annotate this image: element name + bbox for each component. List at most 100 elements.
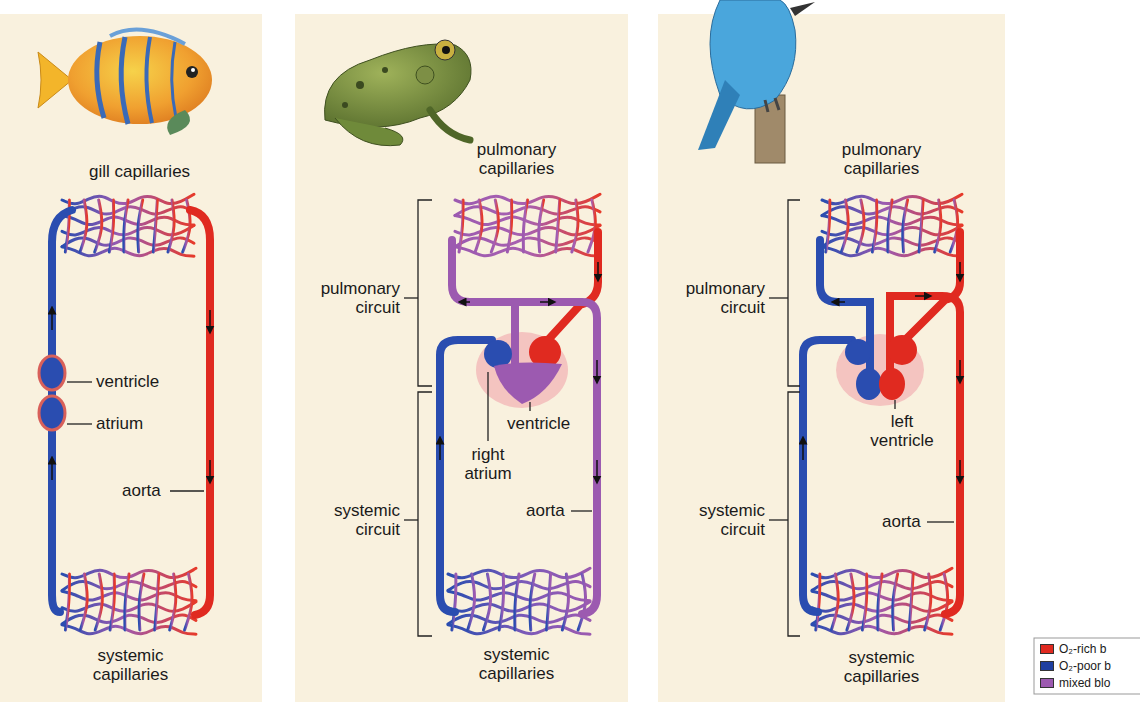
part-label: pulmonary circuit [673, 279, 765, 317]
capillary [878, 574, 882, 630]
capillary [491, 200, 498, 252]
legend-swatch [1040, 678, 1054, 688]
capillary [168, 200, 174, 252]
aorta-vessel [515, 302, 597, 614]
capillary-bed [62, 568, 196, 634]
legend-swatch [1040, 661, 1054, 671]
capillary [523, 200, 527, 252]
capillary [95, 200, 102, 252]
part-label: ventricle [96, 372, 159, 391]
capillary [935, 200, 941, 252]
leader-line [170, 490, 204, 491]
capillary [578, 574, 585, 630]
capillary [153, 200, 157, 252]
capillary [95, 574, 102, 630]
part-label: systemic circuit [673, 501, 765, 539]
capillary [556, 200, 560, 252]
leader-line [404, 519, 418, 520]
part-label: atrium [96, 414, 143, 433]
flow-arrows [52, 262, 960, 480]
panel [0, 14, 262, 702]
part-label: systemic capillaries [829, 648, 934, 686]
part-label: systemic capillaries [464, 645, 569, 683]
capillary [857, 200, 864, 252]
capillary [847, 574, 854, 630]
capillary-bed [455, 194, 600, 256]
part-label: pulmonary circuit [308, 279, 400, 317]
capillary [872, 200, 876, 252]
legend-text: mixed blo [1059, 676, 1110, 690]
capillary [539, 200, 544, 252]
capillary [155, 574, 159, 630]
part-label: aorta [882, 512, 921, 531]
capillary [919, 200, 923, 252]
bracket [788, 392, 800, 636]
frog-picture [325, 40, 471, 146]
capillary [468, 574, 475, 630]
capillary [124, 200, 128, 252]
part-label: systemic circuit [308, 501, 400, 539]
part-label: pulmonary capillaries [829, 140, 934, 178]
capillary [826, 200, 830, 252]
capillary [841, 200, 848, 252]
capillary [110, 574, 114, 630]
bracket [788, 200, 800, 386]
capillary [452, 574, 456, 630]
leader-line [769, 297, 788, 298]
part-label: systemic capillaries [78, 646, 183, 684]
pulmonary-artery [452, 240, 515, 375]
capillary [138, 200, 143, 252]
legend-swatch [1040, 644, 1054, 654]
frog-vessels [440, 232, 598, 614]
panel [295, 14, 628, 702]
part-label: ventricle [507, 414, 570, 433]
capillary [530, 574, 535, 630]
part-label: gill capillaries [89, 162, 190, 181]
legend-box [1034, 638, 1140, 694]
fish-picture [38, 30, 212, 135]
capillary [507, 200, 511, 252]
capillary [515, 574, 519, 630]
capillary [888, 200, 892, 252]
leader-line [67, 423, 92, 424]
ventricle-symbol [494, 362, 562, 404]
part-label: right atrium [458, 445, 518, 483]
capillary [862, 574, 866, 630]
leader-line [769, 519, 788, 520]
capillary [940, 574, 947, 630]
capillary [499, 574, 503, 630]
pulmonary-vein [548, 232, 598, 340]
capillary-bed [822, 194, 962, 256]
capillary [80, 574, 87, 630]
capillary [185, 574, 192, 630]
fish-vessels [39, 210, 210, 615]
ventricle-symbol [879, 368, 905, 400]
part-label: aorta [526, 501, 565, 520]
bird-picture [698, 0, 815, 163]
leader-line [67, 381, 92, 382]
capillary [903, 200, 908, 252]
legend-text: O₂-rich b [1059, 642, 1106, 656]
capillary [80, 200, 87, 252]
capillary-bed [62, 194, 194, 256]
bracket [418, 200, 432, 386]
capillary [547, 574, 551, 630]
atrium-symbol [39, 396, 65, 430]
vein [803, 340, 852, 612]
capillary [831, 574, 838, 630]
aorta-vessel [190, 210, 210, 615]
bracket [418, 392, 432, 636]
capillary [459, 200, 463, 252]
capillary [925, 574, 931, 630]
capillary [893, 574, 898, 630]
pulmonary-vein [905, 232, 960, 340]
capillary [109, 200, 113, 252]
panel [658, 14, 1005, 702]
capillary [125, 574, 129, 630]
leader-line [927, 521, 954, 522]
capillary [170, 574, 176, 630]
pulmonary-artery [820, 240, 870, 380]
legend-text: O₂-poor b [1059, 659, 1111, 673]
capillary [483, 574, 490, 630]
brackets-and-leaders [67, 200, 954, 636]
